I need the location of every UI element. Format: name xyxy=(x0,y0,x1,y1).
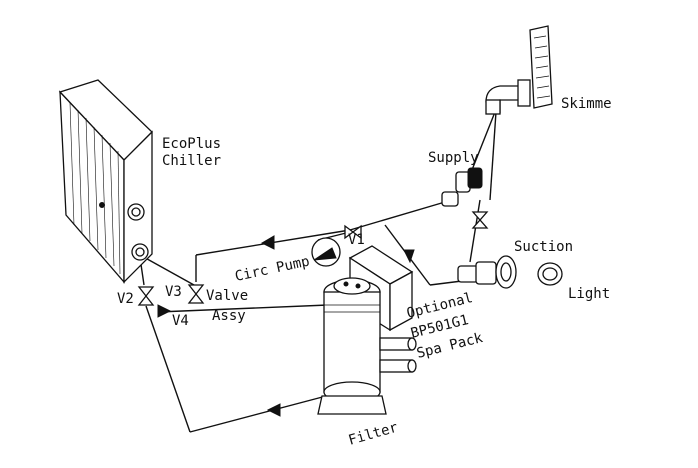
filter-label: Filter xyxy=(347,420,400,449)
supply-fitting xyxy=(441,167,483,207)
light-unit xyxy=(537,262,563,286)
v1-label: V1 xyxy=(348,232,365,248)
filter-unit xyxy=(317,277,417,415)
v4-label: V4 xyxy=(172,313,189,329)
valve-v1 xyxy=(344,224,362,240)
skimmer-label: Skimme xyxy=(561,96,612,112)
flow-arrow-return xyxy=(260,235,275,250)
valve-assy-label-line2: Assy xyxy=(212,308,246,324)
supply-label: Supply xyxy=(428,150,479,166)
light-label: Light xyxy=(568,286,610,302)
skimmer-unit xyxy=(485,25,553,115)
valve-riser xyxy=(471,211,489,229)
valve-v2 xyxy=(137,286,155,306)
flow-arrows xyxy=(157,235,415,417)
flow-arrow-filter xyxy=(266,403,281,417)
chiller-label-line2: Chiller xyxy=(162,153,221,169)
circ-pump xyxy=(311,237,341,267)
valve-assy-label-line1: Valve xyxy=(206,288,248,304)
chiller-label-line1: EcoPlus xyxy=(162,136,221,152)
suction-label: Suction xyxy=(514,239,573,255)
suction-fitting xyxy=(457,255,517,289)
flow-arrow-pump xyxy=(403,249,415,264)
v3-label: V3 xyxy=(165,284,182,300)
v2-label: V2 xyxy=(117,291,134,307)
valve-v3 xyxy=(187,284,205,304)
circ-pump-label: Circ Pump xyxy=(234,253,312,284)
flow-arrow-v4 xyxy=(157,304,172,318)
chiller-unit xyxy=(58,79,153,284)
